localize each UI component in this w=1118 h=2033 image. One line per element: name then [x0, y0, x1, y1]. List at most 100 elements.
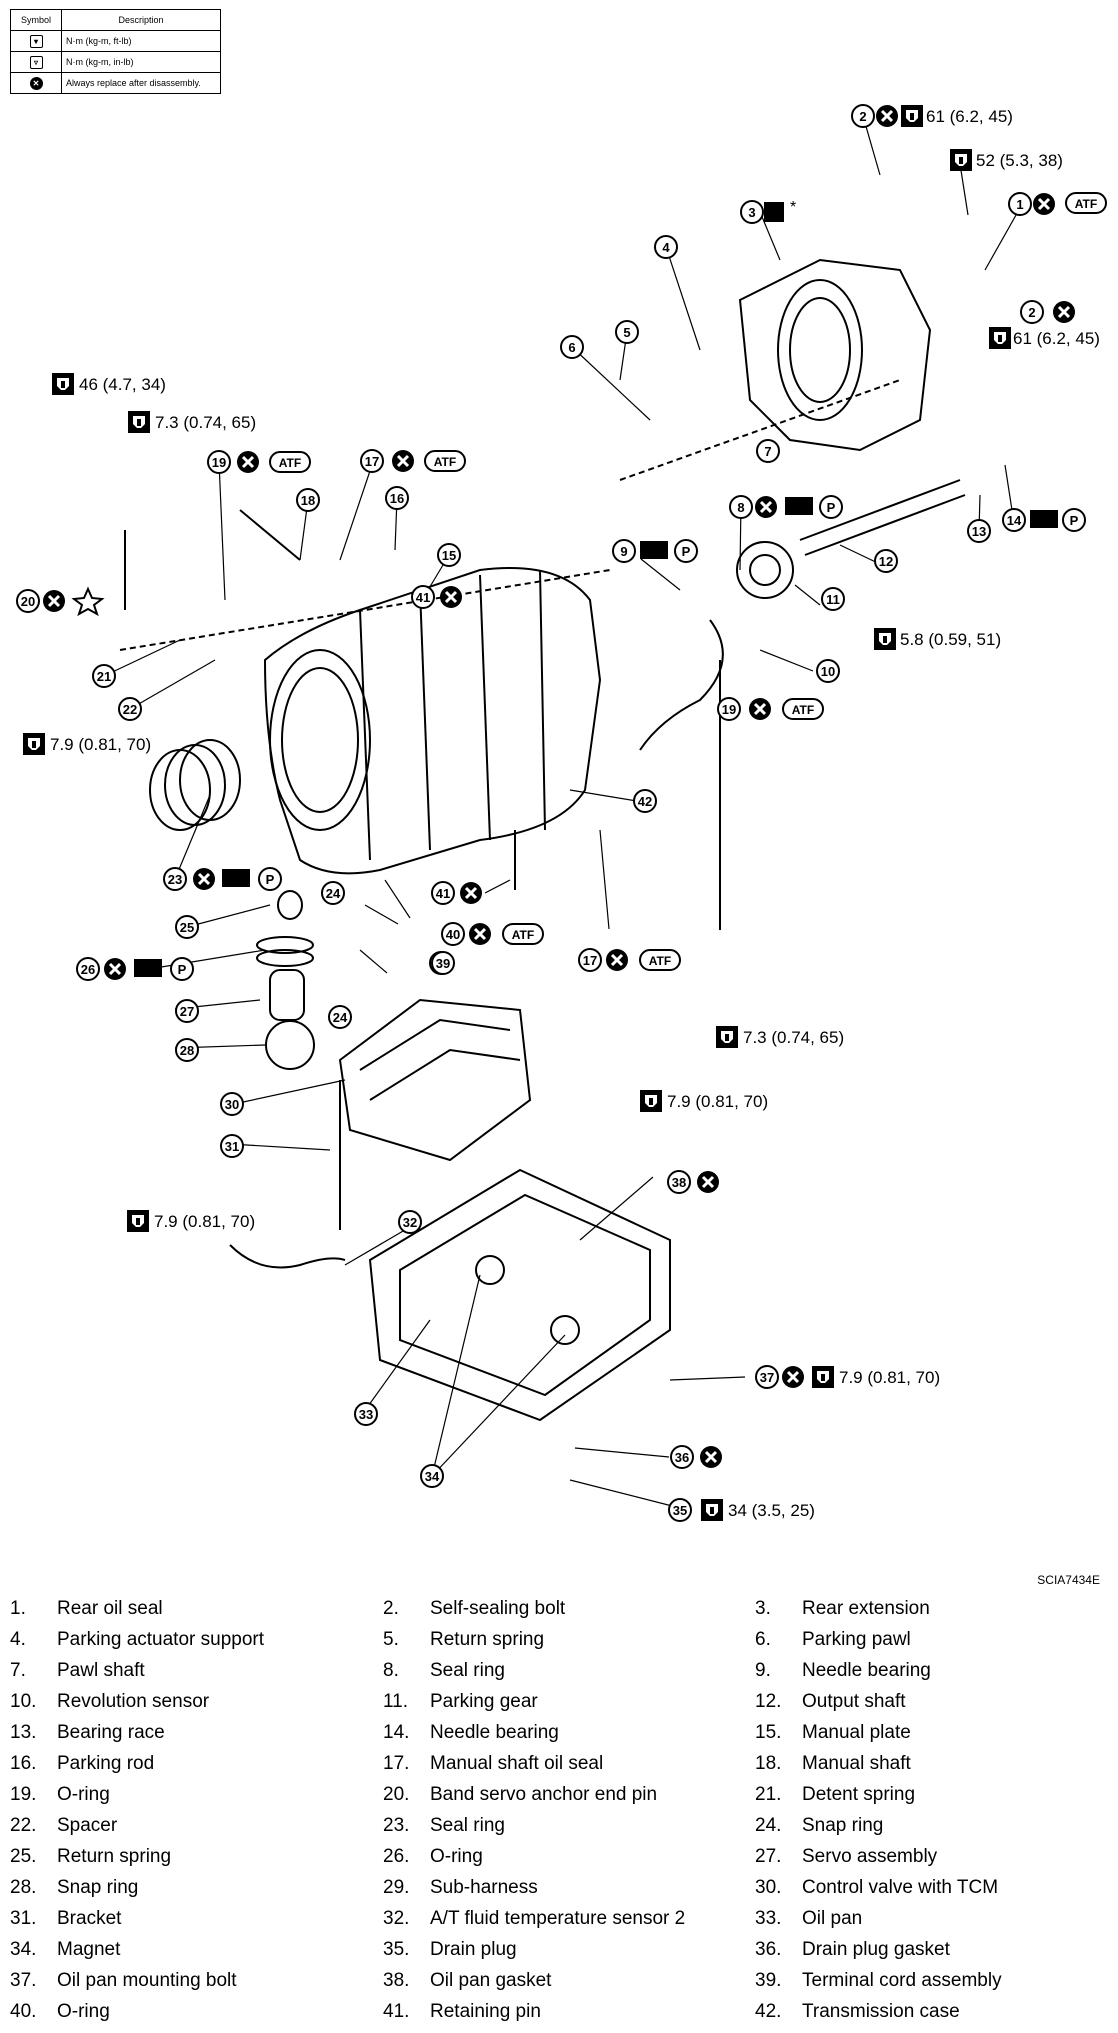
- part-name: Sub-harness: [430, 1877, 538, 1898]
- atf-tag: ATF: [424, 450, 466, 472]
- svg-text:P: P: [178, 962, 187, 977]
- sealant-icon: *: [764, 199, 796, 222]
- part-name: Magnet: [57, 1939, 121, 1960]
- part-name: A/T fluid temperature sensor 2: [430, 1908, 686, 1929]
- torque-value: 7.3 (0.74, 65): [743, 1028, 844, 1047]
- svg-text:ATF: ATF: [649, 954, 671, 968]
- part-name: Seal ring: [430, 1660, 505, 1681]
- callout-5: 5: [615, 320, 639, 344]
- callout-36: 36: [670, 1445, 694, 1469]
- svg-text:35: 35: [673, 1503, 687, 1518]
- part-number: 41.: [383, 2001, 410, 2022]
- part-name: Drain plug gasket: [802, 1939, 950, 1960]
- part-name: Spacer: [57, 1815, 118, 1836]
- torque-value: 7.9 (0.81, 70): [50, 735, 151, 754]
- torque-value: 52 (5.3, 38): [976, 151, 1063, 170]
- torque-value: 61 (6.2, 45): [926, 107, 1013, 126]
- jelly-p-icon: P: [785, 495, 843, 519]
- torque-value: 61 (6.2, 45): [1013, 329, 1100, 348]
- exploded-diagram: 1 2 2 3 4 5 6 7 8 9 10 11 12 13 14 15 16…: [16, 103, 1107, 1522]
- atf-tag: ATF: [782, 698, 824, 720]
- callout-17: 17: [578, 948, 602, 972]
- part-name: Self-sealing bolt: [430, 1598, 566, 1619]
- svg-text:14: 14: [1007, 513, 1022, 528]
- part-number: 39.: [755, 1970, 782, 1991]
- callout-39: 39: [431, 951, 455, 975]
- svg-text:P: P: [1070, 513, 1079, 528]
- part-name: Bearing race: [57, 1722, 165, 1743]
- part-number: 27.: [755, 1846, 782, 1867]
- svg-text:6: 6: [568, 340, 575, 355]
- torque-value: 7.9 (0.81, 70): [839, 1368, 940, 1387]
- callout-27: 27: [175, 999, 199, 1023]
- callout-11: 11: [821, 587, 845, 611]
- svg-text:33: 33: [359, 1407, 373, 1422]
- svg-text:24: 24: [326, 886, 341, 901]
- callout-28: 28: [175, 1038, 199, 1062]
- part-number: 30.: [755, 1877, 782, 1898]
- callout-2: 2: [1020, 300, 1044, 324]
- jelly-p-icon: P: [134, 957, 194, 981]
- svg-text:38: 38: [672, 1175, 686, 1190]
- callout-13: 13: [967, 519, 991, 543]
- part-number: 21.: [755, 1784, 782, 1805]
- part-name: Terminal cord assembly: [802, 1970, 1002, 1991]
- oil-pan: [368, 1168, 671, 1422]
- atf-tag: ATF: [502, 923, 544, 945]
- part-name: Servo assembly: [802, 1846, 938, 1867]
- part-name: O-ring: [430, 1846, 483, 1867]
- part-number: 8.: [383, 1660, 399, 1681]
- part-number: 25.: [10, 1846, 37, 1867]
- svg-text:31: 31: [225, 1139, 239, 1154]
- torque-value: 34 (3.5, 25): [728, 1501, 815, 1520]
- callout-14: 14: [1002, 508, 1026, 532]
- svg-text:2: 2: [859, 109, 866, 124]
- svg-text:5: 5: [623, 325, 630, 340]
- part-name: Drain plug: [430, 1939, 517, 1960]
- part-number: 10.: [10, 1691, 37, 1712]
- part-number: 6.: [755, 1629, 771, 1650]
- part-number: 12.: [755, 1691, 782, 1712]
- svg-text:13: 13: [972, 524, 986, 539]
- part-number: 23.: [383, 1815, 410, 1836]
- svg-text:ATF: ATF: [512, 928, 534, 942]
- star-icon: [71, 586, 105, 617]
- callout-22: 22: [118, 697, 142, 721]
- part-name: Output shaft: [802, 1691, 906, 1712]
- torque-value: 7.9 (0.81, 70): [667, 1092, 768, 1111]
- svg-text:40: 40: [446, 927, 460, 942]
- svg-text:36: 36: [675, 1450, 689, 1465]
- svg-text:3: 3: [748, 205, 755, 220]
- svg-text:16: 16: [390, 491, 404, 506]
- callout-41: 41: [411, 585, 435, 609]
- part-number: 38.: [383, 1970, 410, 1991]
- callout-42: 42: [633, 789, 657, 813]
- svg-text:27: 27: [180, 1004, 194, 1019]
- callout-2: 2: [851, 104, 875, 128]
- svg-text:21: 21: [97, 669, 111, 684]
- case-bell-housing: [269, 649, 371, 831]
- svg-text:ATF: ATF: [792, 703, 814, 717]
- svg-text:25: 25: [180, 920, 194, 935]
- part-number: 11.: [383, 1691, 409, 1712]
- part-number: 24.: [755, 1815, 782, 1836]
- callout-6: 6: [560, 335, 584, 359]
- part-name: Snap ring: [802, 1815, 884, 1836]
- torque-wrench-small-icon: ▿: [29, 55, 43, 69]
- part-number: 15.: [755, 1722, 782, 1743]
- legend-table: Symbol Description ▾ N·m (kg-m, ft-lb) ▿…: [10, 9, 221, 94]
- part-name: Parking pawl: [802, 1629, 911, 1650]
- svg-text:P: P: [266, 872, 275, 887]
- part-number: 36.: [755, 1939, 782, 1960]
- svg-text:ATF: ATF: [434, 455, 456, 469]
- part-name: Band servo anchor end pin: [430, 1784, 658, 1805]
- torque-wrench-icon: ▾: [29, 34, 43, 48]
- part-name: Pawl shaft: [57, 1660, 145, 1681]
- part-number: 29.: [383, 1877, 410, 1898]
- svg-text:12: 12: [879, 554, 893, 569]
- callout-24: 24: [328, 1005, 352, 1029]
- svg-text:41: 41: [416, 590, 430, 605]
- svg-text:4: 4: [662, 240, 670, 255]
- callout-32: 32: [398, 1210, 422, 1234]
- svg-text:26: 26: [81, 962, 95, 977]
